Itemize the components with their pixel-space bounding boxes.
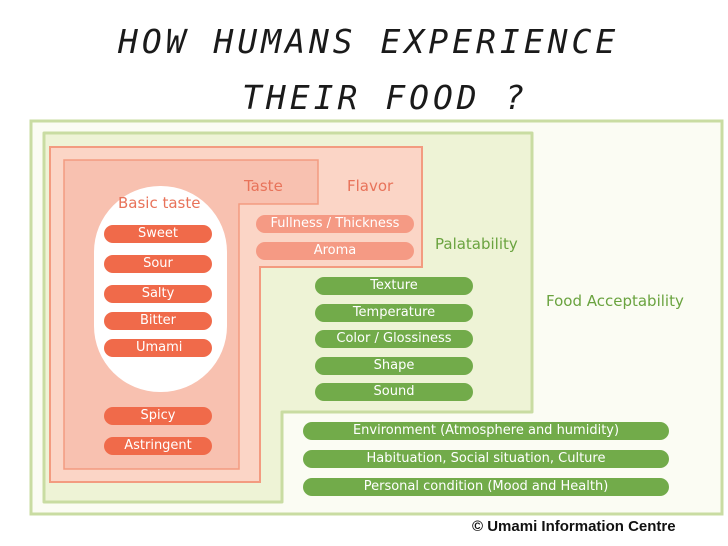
palatability-pill: Color / Glossiness xyxy=(315,330,473,348)
basic-taste-pill: Umami xyxy=(104,339,212,357)
palatability-pill: Sound xyxy=(315,383,473,401)
palatability-label: Palatability xyxy=(435,235,518,253)
food-acceptability-pill: Environment (Atmosphere and humidity) xyxy=(303,422,669,440)
food-acceptability-label: Food Acceptability xyxy=(546,292,684,310)
title-line-1: HOW HUMANS EXPERIENCE xyxy=(118,22,620,61)
basic-taste-pill: Sweet xyxy=(104,225,212,243)
flavor-pill: Aroma xyxy=(256,242,414,260)
taste-pill: Spicy xyxy=(104,407,212,425)
basic-taste-pill: Bitter xyxy=(104,312,212,330)
basic-taste-pill: Salty xyxy=(104,285,212,303)
palatability-pill: Shape xyxy=(315,357,473,375)
palatability-pill: Texture xyxy=(315,277,473,295)
basic-taste-label: Basic taste xyxy=(118,194,201,212)
copyright-credit: © Umami Information Centre xyxy=(472,518,676,535)
taste-label: Taste xyxy=(244,177,283,195)
taste-pill: Astringent xyxy=(104,437,212,455)
title-line-2: THEIR FOOD ? xyxy=(242,78,529,117)
food-acceptability-pill: Habituation, Social situation, Culture xyxy=(303,450,669,468)
food-acceptability-pill: Personal condition (Mood and Health) xyxy=(303,478,669,496)
flavor-label: Flavor xyxy=(347,177,394,195)
basic-taste-pill: Sour xyxy=(104,255,212,273)
palatability-pill: Temperature xyxy=(315,304,473,322)
flavor-pill: Fullness / Thickness xyxy=(256,215,414,233)
